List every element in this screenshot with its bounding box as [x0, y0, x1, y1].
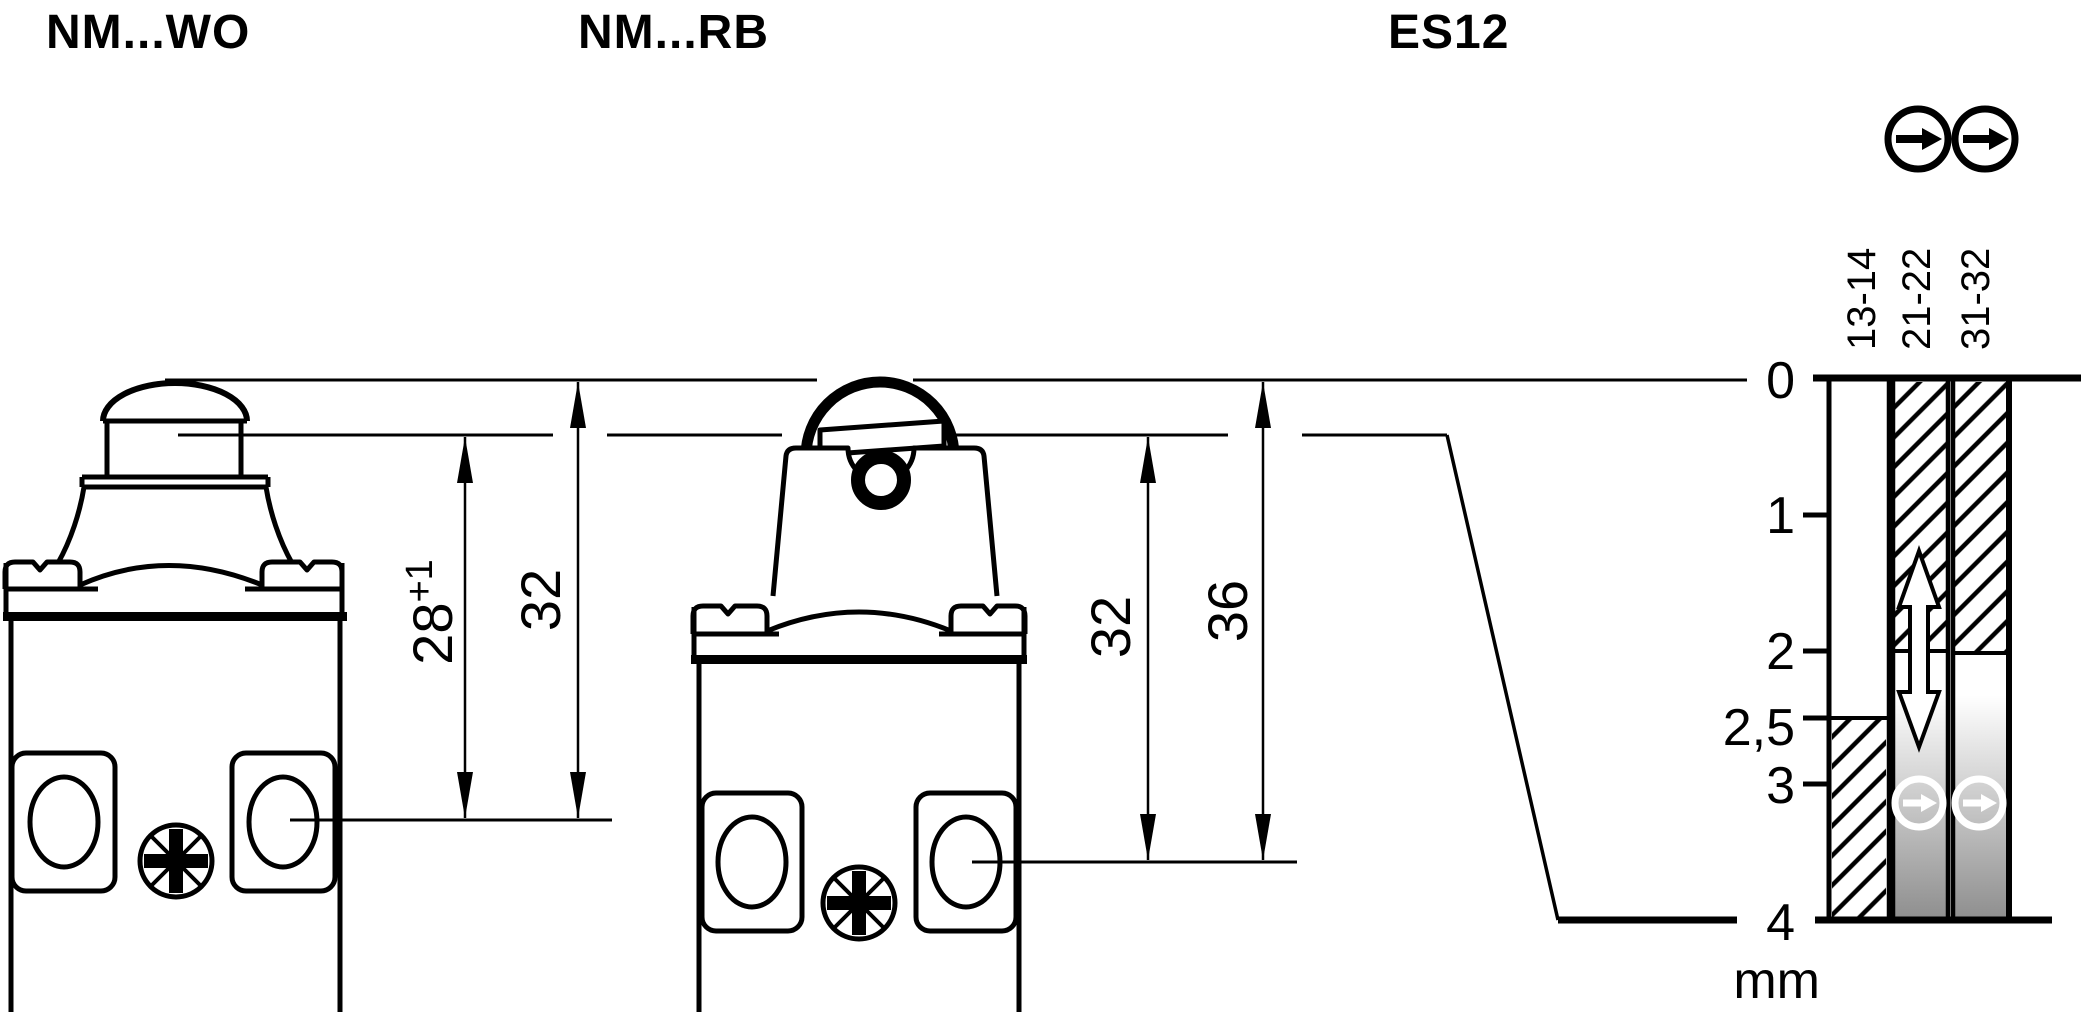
contact-13-14-closed-zone — [1832, 720, 1886, 918]
diagram-frame — [1558, 374, 2081, 924]
double-arrow-icon — [1896, 545, 1942, 753]
contact-label-31-32: 31-32 — [1954, 248, 1998, 350]
tick-label-1: 1 — [1766, 487, 1795, 545]
slant-connector-line — [1445, 434, 1560, 921]
head-sides — [3, 563, 345, 612]
contact-31-32-closed-zone — [1955, 382, 2007, 653]
contact-label-13-14: 13-14 — [1840, 248, 1884, 350]
tick-label-2-5: 2,5 — [1723, 699, 1795, 757]
title-travel-diagram: ES12 — [1388, 6, 1509, 59]
head-left-ear — [2, 559, 83, 589]
actuation-direction-icon-white — [1891, 775, 1947, 831]
middle-switch-drawing — [690, 376, 1028, 1012]
head-right-ear — [259, 559, 345, 589]
actuation-direction-icon-black — [1951, 105, 2019, 173]
mounting-hole — [715, 814, 789, 910]
dimension-lines — [457, 382, 1271, 860]
mounting-pocket — [9, 750, 118, 894]
head-left-ear — [690, 603, 770, 634]
head-sides — [691, 607, 1027, 655]
title-left-switch: NM...WO — [46, 6, 250, 59]
head-top-arc — [78, 563, 263, 588]
boot-right-side — [263, 486, 295, 565]
tick-label-0: 0 — [1766, 352, 1795, 410]
mounting-pocket — [699, 790, 805, 934]
boot-left-side — [55, 486, 87, 565]
cover-screw — [820, 864, 898, 942]
body-gasket-band — [691, 655, 1027, 664]
head-right-ear — [948, 603, 1028, 634]
mounting-hole — [246, 774, 320, 870]
dim-label-36: 36 — [1196, 580, 1259, 642]
mounting-hole — [27, 774, 101, 870]
contact-label-21-22: 21-22 — [1895, 248, 1939, 350]
roller-pivot — [851, 450, 911, 510]
tick-label-4: 4 — [1766, 894, 1795, 952]
cover-screw — [137, 822, 215, 900]
boot-collar — [79, 474, 271, 490]
body-gasket-band — [3, 612, 347, 621]
mounting-pocket — [913, 790, 1019, 934]
actuation-direction-icon-black — [1884, 105, 1952, 173]
travel-diagram: 13-14 21-22 31-32 0 1 2 2,5 3 4 mm — [1558, 105, 2081, 1010]
tick-label-3: 3 — [1766, 757, 1795, 815]
dim-label-28plus1: 28+1 — [399, 559, 464, 665]
plunger-dome — [100, 380, 250, 422]
tick-label-2: 2 — [1766, 623, 1795, 681]
mounting-hole — [929, 814, 1003, 910]
unit-label: mm — [1733, 952, 1820, 1010]
dim-label-32-left: 32 — [509, 569, 572, 631]
actuation-direction-icon-white — [1951, 775, 2007, 831]
dim-label-32-middle: 32 — [1079, 596, 1142, 658]
mounting-pocket — [229, 750, 338, 894]
title-middle-switch: NM...RB — [578, 6, 769, 59]
head-top-arc — [766, 609, 952, 634]
left-switch-drawing — [2, 380, 347, 1012]
